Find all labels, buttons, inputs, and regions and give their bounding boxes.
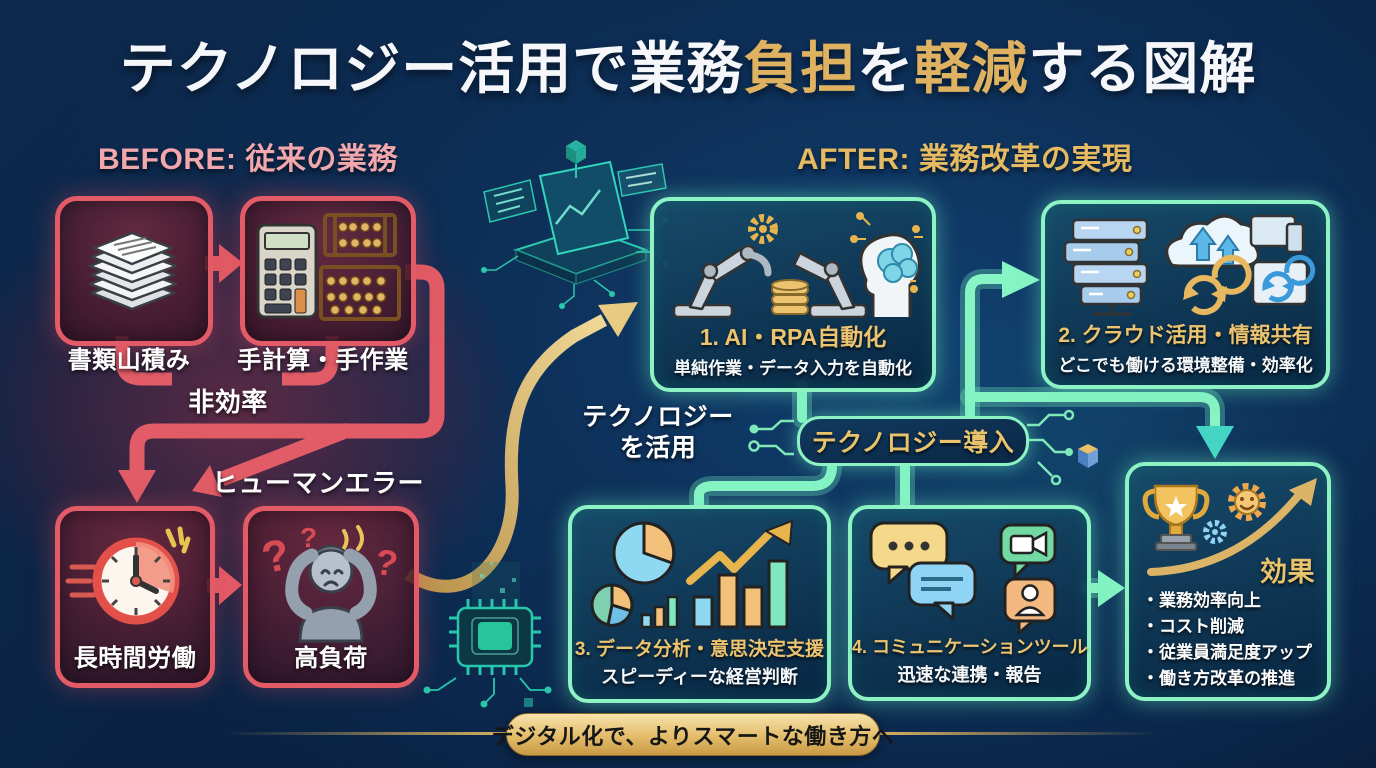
card-cloud-subtitle: どこでも働ける環境整備・効率化 xyxy=(1058,356,1313,375)
effects-title: 効果 xyxy=(1260,557,1315,587)
small-gear-icon xyxy=(1203,520,1227,544)
effects-item: ・働き方改革の推進 xyxy=(1142,669,1295,688)
card-comm-subtitle: 迅速な連携・報告 xyxy=(897,665,1042,685)
after-section-label: AFTER: 業務改革の実現 xyxy=(797,143,1133,176)
card-data-subtitle: スピーディーな経営判断 xyxy=(601,667,798,687)
pill-right-circuit-deco xyxy=(1027,409,1098,486)
deco-laptop-circuit xyxy=(481,140,669,309)
growth-curve-icon xyxy=(1147,486,1307,576)
arrow-human-error-head xyxy=(192,465,222,497)
card-long-hours-label: 長時間労働 xyxy=(73,645,197,672)
effects-item: ・従業員満足度アップ xyxy=(1142,643,1312,662)
human-error-diagonal xyxy=(219,423,351,486)
pipe-pill-to-effects xyxy=(965,392,1220,431)
title-part-2: 負担 xyxy=(743,37,858,100)
pipe-pill-to-data xyxy=(694,454,837,509)
arrow-to-long-hours-head xyxy=(118,470,156,503)
banner-line-right xyxy=(878,732,1160,735)
card-cloud: 2. クラウド活用・情報共有 どこでも働ける環境整備・効率化 xyxy=(1041,200,1330,389)
card-long-hours: 長時間労働 xyxy=(55,506,215,688)
pipe-pill-to-cloud xyxy=(965,274,1007,419)
effects-item: ・業務効率向上 xyxy=(1142,591,1261,610)
card-data-analysis: 3. データ分析・意思決定支援 スピーディーな経営判断 xyxy=(568,505,831,703)
card-cloud-title: 2. クラウド活用・情報共有 xyxy=(1058,324,1313,347)
svg-text:?: ? xyxy=(372,541,401,585)
banner-line-left xyxy=(226,732,506,735)
calculator-abacus-icon xyxy=(256,213,401,321)
effects-icons xyxy=(1142,478,1317,576)
arrow-into-effects-left-head xyxy=(1098,570,1125,607)
trophy-icon xyxy=(1142,484,1210,551)
smiley-gear-icon xyxy=(1228,483,1266,521)
footer-banner: デジタル化で、よりスマートな働き方へ xyxy=(492,713,894,756)
page-title: テクノロジー活用で業務負担を軽減する図解 xyxy=(0,24,1376,105)
clock-icon xyxy=(65,526,191,625)
inefficiency-bracket-left xyxy=(115,336,172,386)
arrow-docs-to-manual-head xyxy=(219,244,243,283)
effects-item: ・コスト削減 xyxy=(1142,617,1244,636)
pill-left-circuit-deco xyxy=(748,419,794,456)
arrow-hours-to-load-head xyxy=(219,566,242,605)
card-comm-title: 4. コミュニケーションツール xyxy=(852,637,1088,657)
effects-list: ・業務効率向上 ・コスト削減 ・従業員満足度アップ ・働き方改革の推進 xyxy=(1142,588,1312,692)
title-part-5: する図解 xyxy=(1028,37,1257,100)
svg-text:?: ? xyxy=(300,522,317,553)
cloud-icons xyxy=(1063,214,1316,316)
card-manual-label: 手計算・手作業 xyxy=(237,347,409,374)
red-flow-path xyxy=(129,264,445,472)
documents-stack-icon xyxy=(88,231,178,311)
deco-cpu-chip xyxy=(423,562,552,708)
arrow-into-cloud-head xyxy=(1002,261,1040,298)
card-high-load: ? ? ? 高負荷 xyxy=(243,506,419,688)
tech-utilize-note-line2: を活用 xyxy=(619,434,697,462)
arrow-into-effects-down-head xyxy=(1196,426,1234,459)
tech-utilize-note-line1: テクノロジー xyxy=(582,403,734,431)
technology-adoption-pill: テクノロジー導入 xyxy=(797,416,1029,466)
data-analysis-icons xyxy=(590,519,794,629)
before-section-label: BEFORE: 従来の業務 xyxy=(98,143,398,176)
card-ai-rpa-title: 1. AI・RPA自動化 xyxy=(699,324,887,350)
red-flow-group xyxy=(115,244,445,605)
title-part-1: テクノロジー活用で業務 xyxy=(119,37,744,100)
tech-utilize-note: テクノロジー を活用 xyxy=(560,402,756,464)
card-effects: 効果 ・業務効率向上 ・コスト削減 ・従業員満足度アップ ・働き方改革の推進 xyxy=(1125,462,1331,701)
card-communication: 4. コミュニケーションツール 迅速な連携・報告 xyxy=(848,505,1091,701)
title-part-4: 軽減 xyxy=(914,37,1029,100)
card-high-load-label: 高負荷 xyxy=(294,645,368,672)
ai-rpa-icons xyxy=(672,212,923,319)
human-error-label: ヒューマンエラー xyxy=(211,468,424,498)
card-manual-work xyxy=(240,196,416,346)
card-documents xyxy=(55,196,213,346)
card-ai-rpa: 1. AI・RPA自動化 単純作業・データ入力を自動化 xyxy=(650,197,936,392)
communication-icons xyxy=(869,521,1057,635)
gold-swoosh-arrow xyxy=(404,302,638,593)
stressed-person-icon: ? ? ? xyxy=(258,522,401,643)
inefficiency-label: 非効率 xyxy=(188,387,268,417)
card-documents-label: 書類山積み xyxy=(67,347,191,374)
card-data-title: 3. データ分析・意思決定支援 xyxy=(574,639,825,660)
title-part-3: を xyxy=(857,37,915,100)
inefficiency-bracket-right xyxy=(282,336,339,386)
card-ai-rpa-subtitle: 単純作業・データ入力を自動化 xyxy=(674,359,912,378)
